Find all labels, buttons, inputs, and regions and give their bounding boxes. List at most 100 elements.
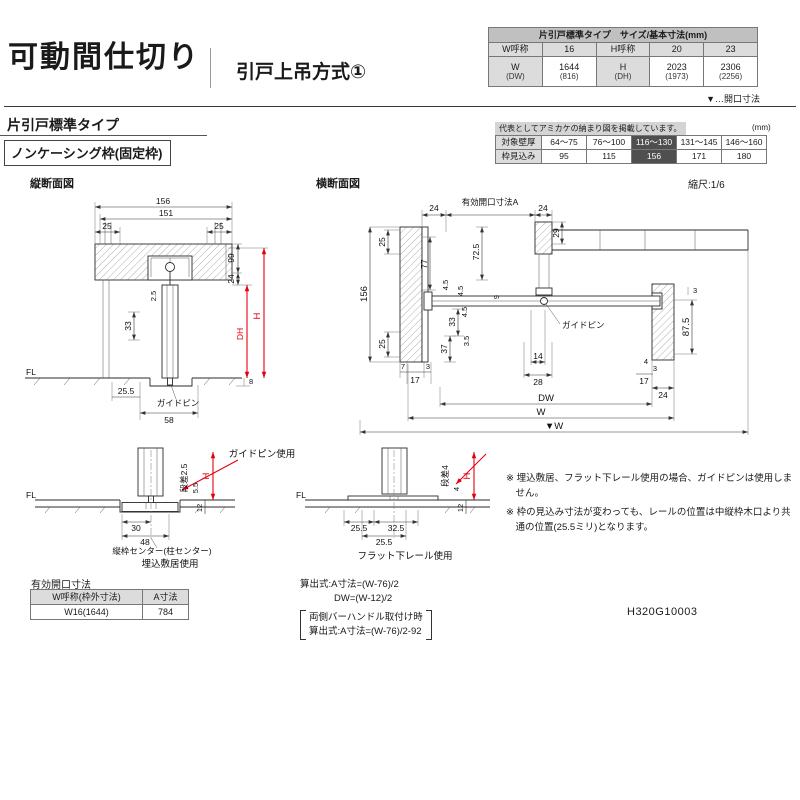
table-cell: 784 xyxy=(142,604,189,620)
dim-H: H xyxy=(462,472,473,479)
hanger-roller xyxy=(165,262,175,272)
table-cell: 16 xyxy=(541,42,597,57)
dim-77: 77 xyxy=(419,259,429,269)
dim-151: 151 xyxy=(159,208,173,218)
dim-7: 7 xyxy=(401,362,405,371)
dim-37: 37 xyxy=(439,344,449,354)
table-cell: 1644(816) xyxy=(541,56,597,87)
size-spec-table: 片引戸標準タイプ サイズ/基本寸法(mm) W呼称 16 H呼称 20 23 W… xyxy=(488,27,758,87)
dim-4-5-c: 4.5 xyxy=(460,307,469,317)
dim-8: 8 xyxy=(249,377,253,386)
table-cell: 64～75 xyxy=(541,135,587,150)
table-cell: 20 xyxy=(649,42,705,57)
dim-25-bottom: 25 xyxy=(377,339,387,349)
dim-DW: DW xyxy=(538,393,554,404)
guide-pin xyxy=(540,297,548,305)
opening-a-label: 有効開口寸法A xyxy=(462,197,519,207)
dim-4: 4 xyxy=(644,357,648,366)
dim-33: 33 xyxy=(123,321,133,331)
dim-9: 9 xyxy=(492,295,501,299)
note-item: ※ 埋込敷居、フラット下レール使用の場合、ガイドピンは使用しません。 xyxy=(506,473,793,499)
dim-17-left: 17 xyxy=(410,375,420,385)
table-cell: W16(1644) xyxy=(30,604,143,620)
formula-line: DW=(W-12)/2 xyxy=(334,593,393,605)
vertical-section-title: 縦断面図 xyxy=(30,178,74,190)
guide-pin-use-caption: ガイドピン使用 xyxy=(229,448,296,460)
guide-pin-label: ガイドピン xyxy=(562,320,605,330)
wall-thickness-table: 対象壁厚 64～75 76～100 116～130 131～145 146～16… xyxy=(495,135,767,164)
dim-3-5: 3.5 xyxy=(462,336,471,346)
dim-4-5-a: 4.5 xyxy=(441,280,450,290)
dim-156: 156 xyxy=(359,286,370,302)
dim-W: W xyxy=(537,407,546,418)
dim-87-5: 87.5 xyxy=(681,318,692,337)
dim-3-c: 3 xyxy=(653,364,657,373)
dim-H: H xyxy=(252,312,263,319)
dim-14: 14 xyxy=(533,351,543,361)
table-cell: H(DH) xyxy=(595,56,651,87)
scale-note: 縮尺:1/6 xyxy=(688,180,725,191)
door-leaf xyxy=(381,447,408,495)
dim-step-4: 段差4 xyxy=(440,465,450,487)
table-cell: 180 xyxy=(721,149,767,164)
fl-label: FL xyxy=(26,367,36,377)
table-cell: 2306(2256) xyxy=(703,56,758,87)
header-rule xyxy=(4,106,796,107)
opening-dimension-table: W呼称(枠外寸法) A寸法 W16(1644) 784 xyxy=(30,589,189,620)
table-cell: W(DW) xyxy=(488,56,543,87)
guide-pin xyxy=(167,377,173,386)
dim-99: 99 xyxy=(226,253,236,263)
table-cell: A寸法 xyxy=(142,589,189,605)
door-leaf xyxy=(137,447,164,497)
title-divider xyxy=(210,48,211,88)
dim-25-5-b: 25.5 xyxy=(376,537,393,547)
table-cell-highlight: 156 xyxy=(631,149,677,164)
formula-bracket: 両側バーハンドル取付け時 算出式:A寸法=(W-76)/2-92 xyxy=(300,609,432,641)
dim-25-left: 25 xyxy=(102,221,112,231)
formula-line: 両側バーハンドル取付け時 xyxy=(309,611,423,623)
table-cell: 対象壁厚 xyxy=(495,135,542,150)
size-table-header: 片引戸標準タイプ サイズ/基本寸法(mm) xyxy=(488,27,758,43)
formula-line: 算出式:A寸法=(W-76)/2 xyxy=(300,579,399,590)
dim-DH: DH xyxy=(235,328,245,340)
wall-table-unit: (mm) xyxy=(752,123,771,132)
table-cell: 76～100 xyxy=(586,135,632,150)
dim-17-right: 17 xyxy=(639,376,649,386)
page-subtitle: 引戸上吊方式① xyxy=(236,62,367,83)
dim-24: 24 xyxy=(226,274,236,284)
dim-12: 12 xyxy=(195,504,204,512)
table-cell: 枠見込み xyxy=(495,149,542,164)
guide-pin-label: ガイドピン xyxy=(157,398,200,408)
dim-4: 4 xyxy=(452,487,461,491)
dim-25-5: 25.5 xyxy=(118,386,135,396)
dim-25-top: 25 xyxy=(377,237,387,247)
formula-line: 算出式:A寸法=(W-76)/2-92 xyxy=(309,625,422,637)
flat-floor-rail xyxy=(347,495,439,501)
notes-block: ※ 埋込敷居、フラット下レール使用の場合、ガイドピンは使用しません。 ※ 枠の見… xyxy=(506,472,796,541)
dim-32-5: 32.5 xyxy=(388,523,405,533)
dim-48: 48 xyxy=(140,537,150,547)
center-post xyxy=(534,221,553,255)
table-cell: 2023(1973) xyxy=(649,56,705,87)
dim-29: 29 xyxy=(551,228,561,238)
flat-rail-caption: フラット下レール使用 xyxy=(357,550,452,562)
dim-5-5: 5.5 xyxy=(191,483,200,493)
dim-H: H xyxy=(201,472,212,479)
wall-table-note: 代表としてアミカケの納まり図を掲載しています。 xyxy=(495,122,686,135)
table-cell-highlight: 116～130 xyxy=(631,135,677,150)
dim-3-a: 3 xyxy=(693,286,697,295)
dim-24-right: 24 xyxy=(538,203,548,213)
page-title: 可動間仕切り xyxy=(8,41,200,74)
dim-24-left: 24 xyxy=(429,203,439,213)
dim-33: 33 xyxy=(447,317,457,327)
vertical-section-drawing: 156 151 25 25 99 24 2.5 33 DH H FL 8 25.… xyxy=(25,196,268,425)
fl-label: FL xyxy=(296,490,306,500)
dim-step-2-5: 段差2.5 xyxy=(179,463,189,492)
dim-25-5-a: 25.5 xyxy=(351,523,368,533)
dim-opening-W: ▼W xyxy=(545,421,563,432)
dim-30: 30 xyxy=(131,523,141,533)
table-cell: 171 xyxy=(676,149,722,164)
fl-label: FL xyxy=(26,490,36,500)
table-cell: H呼称 xyxy=(595,42,651,57)
opening-table-title: 有効開口寸法 xyxy=(31,580,91,591)
